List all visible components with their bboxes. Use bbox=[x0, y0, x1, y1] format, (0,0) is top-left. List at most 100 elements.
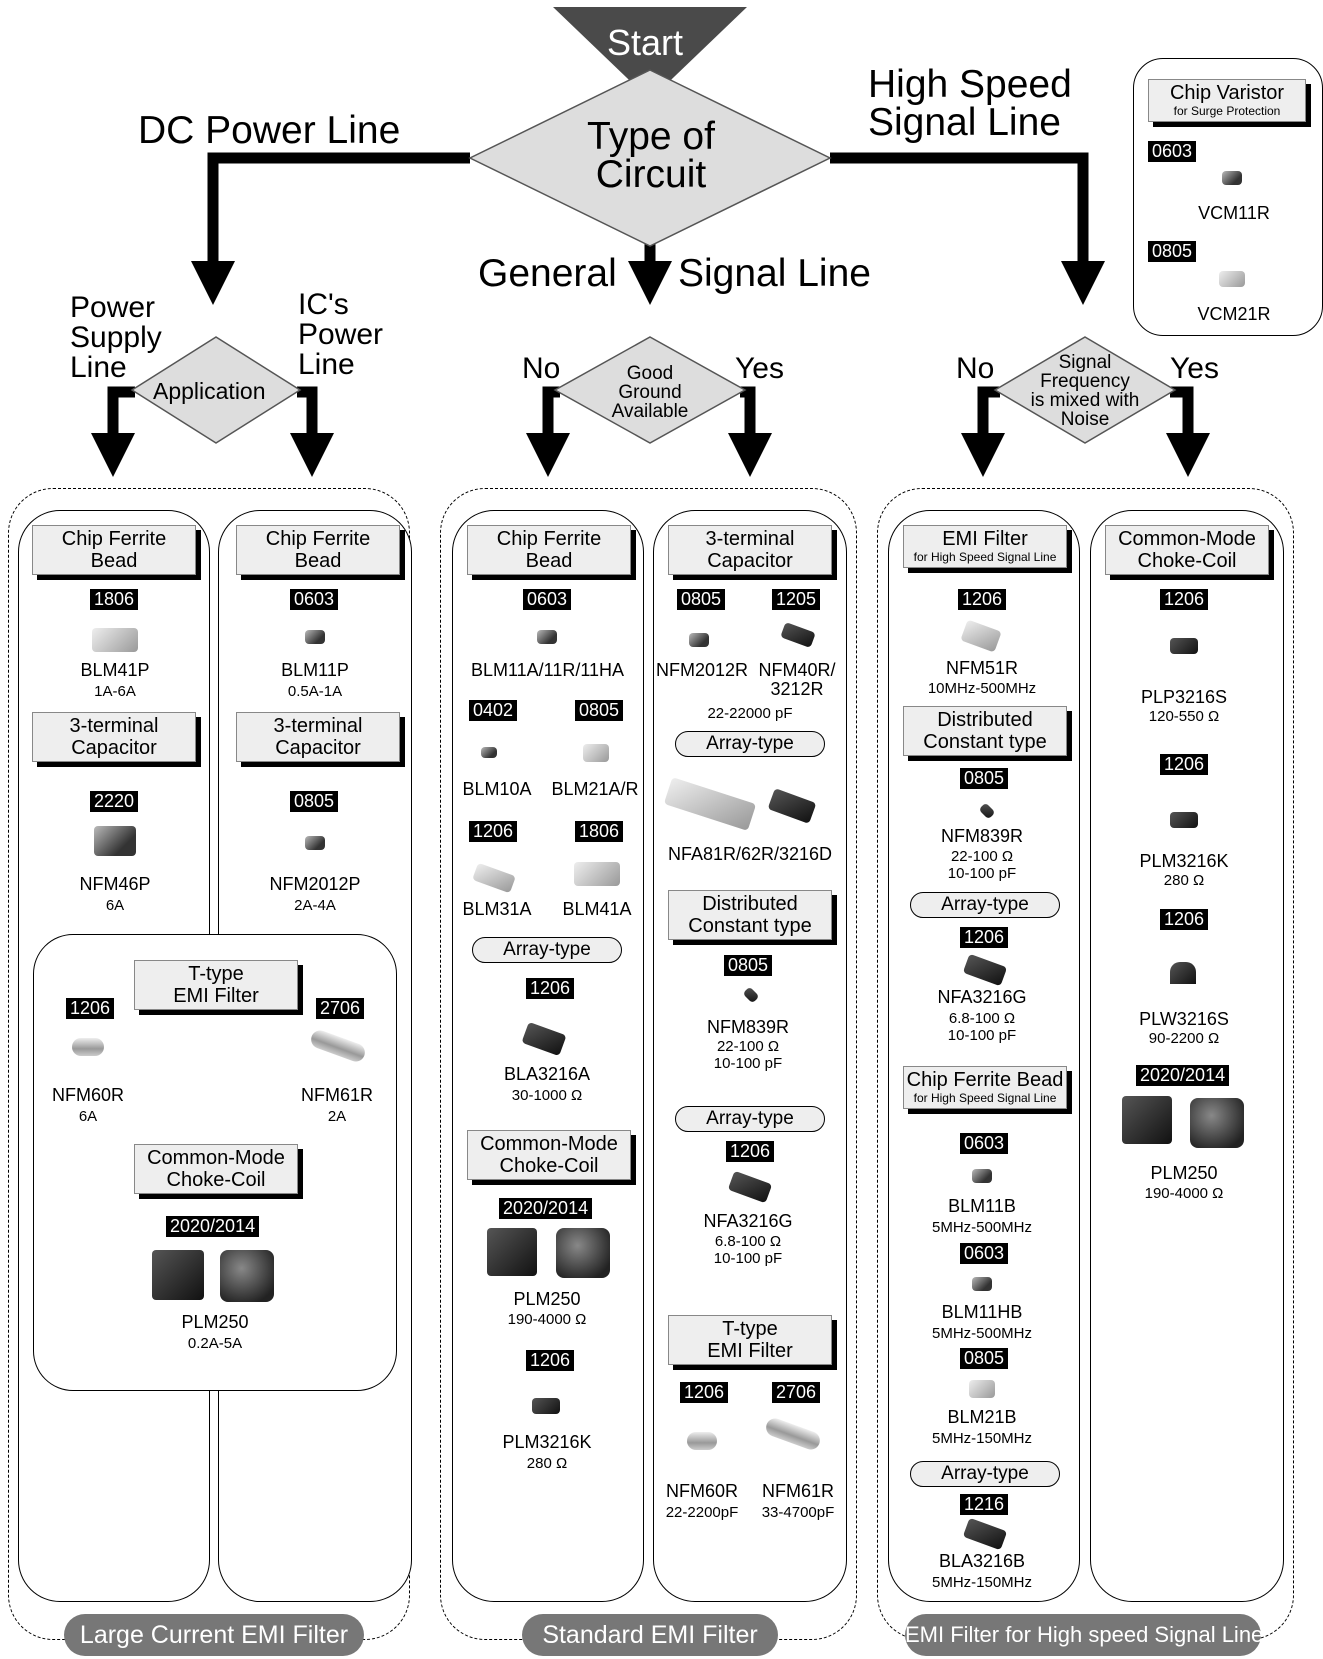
part-name: BLM11B bbox=[948, 1196, 1016, 1216]
application-label: Application bbox=[153, 378, 266, 404]
good-ground-label: Good Ground Available bbox=[611, 363, 689, 422]
array-type-label: Array-type bbox=[675, 731, 825, 757]
part-spec: 6A bbox=[78, 1108, 98, 1125]
part-name: NFM60R bbox=[665, 1481, 738, 1501]
size-badge: 0402 bbox=[469, 700, 518, 721]
signal-frequency-label: Signal Frequency is mixed with Noise bbox=[1030, 352, 1140, 430]
gg-yes-label: Yes bbox=[735, 352, 784, 385]
part-name: BLM21A/R bbox=[551, 779, 639, 799]
start-node bbox=[553, 7, 747, 100]
edge-high-speed bbox=[830, 152, 1105, 305]
size-badge: 1206 bbox=[469, 821, 518, 842]
column3-header-choke: Common-Mode Choke-Coil bbox=[467, 1130, 631, 1180]
start-label: Start bbox=[607, 22, 684, 63]
size-badge: 2020/2014 bbox=[499, 1198, 593, 1219]
shared-header-ttype: T-type EMI Filter bbox=[134, 960, 298, 1010]
size-badge: 1206 bbox=[66, 998, 115, 1019]
chip-image bbox=[305, 630, 325, 644]
part-spec: 22-100 Ω 10-100 pF bbox=[713, 1038, 783, 1072]
size-badge: 2020/2014 bbox=[1136, 1065, 1230, 1086]
column2-header-capacitor: 3-terminal Capacitor bbox=[236, 712, 400, 762]
high-speed-signal-line-label: High Speed Signal Line bbox=[868, 63, 1072, 144]
size-badge: 0603 bbox=[960, 1133, 1009, 1154]
chip-image bbox=[1170, 962, 1196, 984]
signal-frequency-node bbox=[993, 336, 1177, 444]
edge-gg-yes bbox=[728, 386, 772, 477]
chip-image bbox=[972, 1169, 992, 1183]
part-name: NFM46P bbox=[79, 874, 151, 894]
column5-header-bead: Chip Ferrite Bead for High Speed Signal … bbox=[903, 1066, 1067, 1109]
varistor-subtitle: for Surge Protection bbox=[1173, 104, 1281, 118]
size-badge: 0805 bbox=[677, 589, 726, 610]
chip-image bbox=[1122, 1096, 1172, 1144]
chip-image bbox=[1219, 271, 1245, 287]
chip-image bbox=[94, 826, 136, 856]
application-node bbox=[130, 336, 302, 444]
size-badge: 0805 bbox=[960, 1348, 1009, 1369]
column4-header-capacitor: 3-terminal Capacitor bbox=[668, 525, 832, 575]
size-badge: 2706 bbox=[316, 998, 365, 1019]
column-standard-capacitor bbox=[653, 510, 847, 1602]
type-of-circuit-node bbox=[468, 69, 832, 247]
good-ground-node bbox=[553, 336, 747, 444]
part-name: PLW3216S bbox=[1139, 1009, 1229, 1029]
size-badge: 1206 bbox=[1160, 589, 1209, 610]
part-name: BLM31A bbox=[462, 899, 532, 919]
size-badge: 1206 bbox=[526, 978, 575, 999]
chip-image bbox=[487, 1228, 537, 1276]
part-name: PLM3216K bbox=[502, 1432, 592, 1452]
chip-image bbox=[92, 628, 138, 652]
chip-image bbox=[72, 1038, 104, 1056]
chip-image bbox=[574, 862, 620, 886]
size-badge: 1206 bbox=[1160, 754, 1209, 775]
part-name: PLM250 bbox=[513, 1289, 581, 1309]
column-hs-filter bbox=[888, 510, 1080, 1602]
varistor-header: Chip Varistor for Surge Protection bbox=[1148, 79, 1306, 122]
column-hs-choke bbox=[1090, 510, 1284, 1602]
sf-no-label: No bbox=[956, 352, 995, 385]
part-spec: 190-4000 Ω bbox=[1144, 1185, 1224, 1202]
chip-image bbox=[1170, 638, 1198, 654]
part-name: BLM10A bbox=[462, 779, 532, 799]
part-spec: 1A-6A bbox=[94, 683, 136, 700]
size-badge: 0805 bbox=[1148, 241, 1197, 262]
size-badge: 0603 bbox=[290, 589, 339, 610]
part-name: NFM2012R bbox=[655, 660, 749, 680]
edge-gg-no bbox=[526, 386, 570, 477]
column6-header-choke: Common-Mode Choke-Coil bbox=[1105, 525, 1269, 575]
part-name: NFM839R bbox=[940, 826, 1024, 846]
size-badge: 1206 bbox=[958, 589, 1007, 610]
edge-power-supply bbox=[91, 386, 135, 477]
size-badge: 0603 bbox=[960, 1243, 1009, 1264]
size-badge: 1206 bbox=[526, 1350, 575, 1371]
chip-image bbox=[532, 1398, 560, 1414]
header-title: EMI Filter bbox=[942, 528, 1028, 550]
part-name: NFM61R bbox=[300, 1085, 373, 1105]
edge-sf-no bbox=[961, 386, 1005, 477]
type-of-circuit-label: Type of Circuit bbox=[587, 115, 715, 196]
size-badge: 2020/2014 bbox=[166, 1216, 260, 1237]
part-spec: 280 Ω bbox=[526, 1455, 568, 1472]
group-standard-label: Standard EMI Filter bbox=[522, 1614, 778, 1656]
part-name: NFM61R bbox=[761, 1481, 834, 1501]
column5-header-emi: EMI Filter for High Speed Signal Line bbox=[903, 525, 1067, 568]
part-name: BLM11P bbox=[281, 660, 349, 680]
chip-image bbox=[481, 747, 497, 758]
column4-header-distributed: Distributed Constant type bbox=[668, 890, 832, 940]
size-badge: 0805 bbox=[724, 955, 773, 976]
part-spec: 2A bbox=[327, 1108, 347, 1125]
part-spec: 0.2A-5A bbox=[187, 1335, 243, 1352]
column5-header-distributed: Distributed Constant type bbox=[903, 706, 1067, 756]
part-name: NFM60R bbox=[51, 1085, 124, 1105]
shared-header-choke: Common-Mode Choke-Coil bbox=[134, 1144, 298, 1194]
ics-power-line-label: IC's Power Line bbox=[298, 288, 384, 381]
column4-header-ttype: T-type EMI Filter bbox=[668, 1315, 832, 1365]
chip-image bbox=[687, 1432, 717, 1450]
part-spec: 120-550 Ω bbox=[1148, 708, 1220, 725]
part-spec: 190-4000 Ω bbox=[507, 1311, 587, 1328]
chip-image bbox=[972, 1277, 992, 1291]
part-name: VCM11R bbox=[1198, 203, 1270, 223]
part-spec: 30-1000 Ω bbox=[511, 1087, 583, 1104]
size-badge: 1806 bbox=[575, 821, 624, 842]
